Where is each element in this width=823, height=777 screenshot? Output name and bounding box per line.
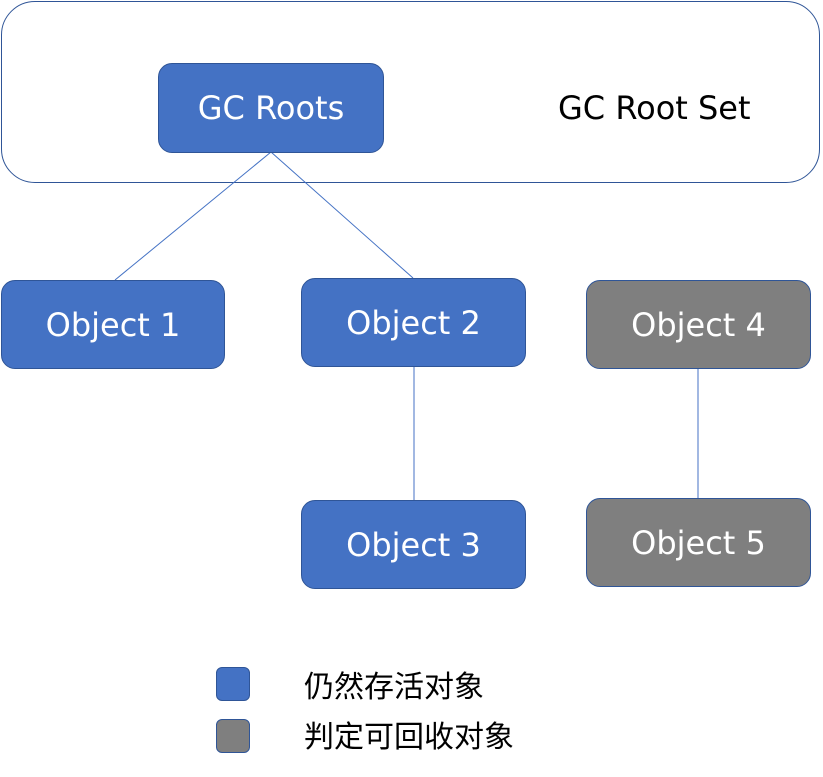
gc-roots-node: GC Roots bbox=[158, 63, 384, 153]
legend-live-label: 仍然存活对象 bbox=[304, 670, 484, 705]
legend-collectable-swatch bbox=[216, 719, 250, 753]
gc-root-set-label: GC Root Set bbox=[558, 89, 751, 127]
object-5-node: Object 5 bbox=[586, 498, 811, 587]
legend-collectable-label: 判定可回收对象 bbox=[304, 720, 514, 755]
gc-root-set-container bbox=[1, 1, 820, 183]
object-4-node: Object 4 bbox=[586, 280, 811, 369]
legend-live-swatch bbox=[216, 667, 250, 701]
edge-gc-roots-object-1 bbox=[114, 151, 272, 281]
object-1-node: Object 1 bbox=[1, 280, 225, 369]
object-2-node: Object 2 bbox=[301, 278, 526, 367]
object-3-node: Object 3 bbox=[301, 500, 526, 589]
edge-gc-roots-object-2 bbox=[270, 151, 414, 279]
